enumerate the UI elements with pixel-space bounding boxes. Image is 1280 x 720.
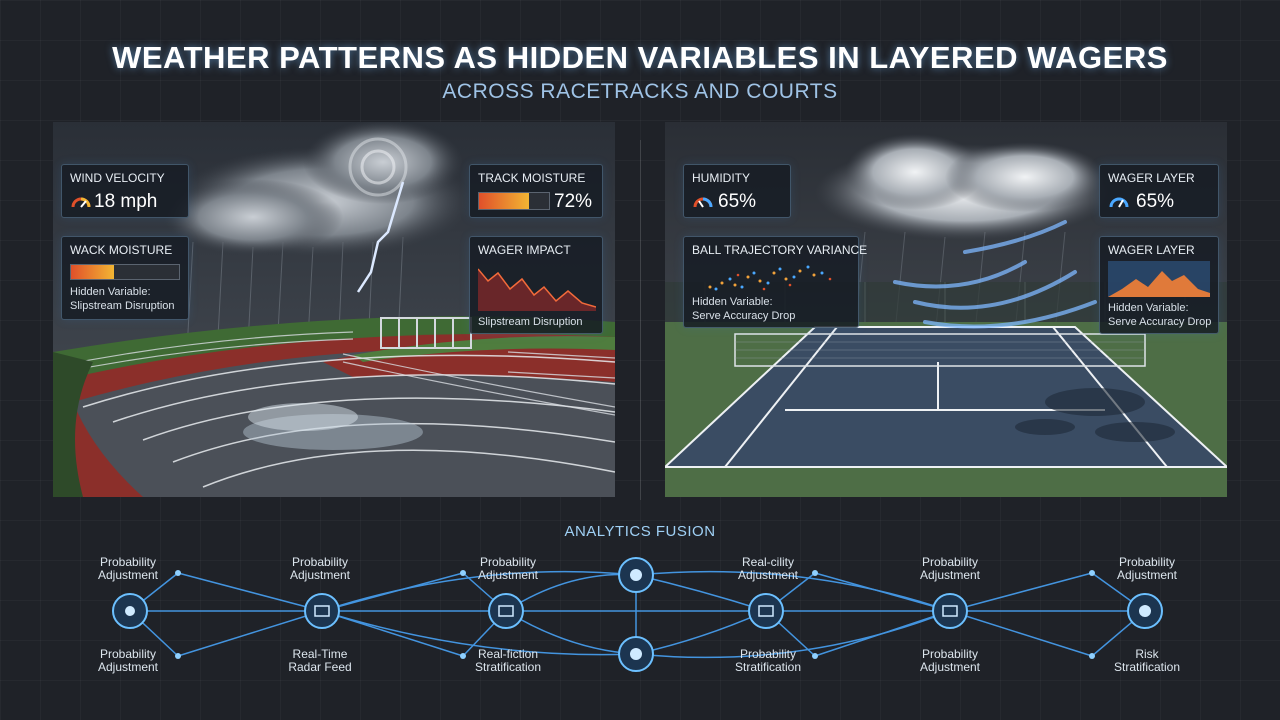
wager-layer-chart <box>1108 261 1210 297</box>
hidden-variable-label: Hidden Variable: <box>692 296 773 308</box>
wager-layer-top-label: WAGER LAYER <box>1108 171 1195 185</box>
track-moisture-value: 72% <box>554 191 593 212</box>
track-moisture-bar <box>478 192 550 210</box>
hub-node-6 <box>1127 593 1163 629</box>
wager-layer-bottom-label: WAGER LAYER <box>1108 243 1195 257</box>
track-moisture-bar-fill <box>479 193 530 209</box>
wack-moisture-bar <box>70 264 180 280</box>
track-moisture-label: TRACK MOISTURE <box>478 171 586 185</box>
ball-trajectory-label: BALL TRAJECTORY VARIANCE <box>692 243 868 257</box>
hidden-variable-value: Serve Accuracy Drop <box>692 310 796 322</box>
wager-layer-top-value: 65% <box>1136 191 1175 212</box>
hub-node-3 <box>488 593 524 629</box>
gauge-icon <box>693 197 713 208</box>
analytics-fusion-title: ANALYTICS FUSION <box>564 523 716 540</box>
gauge-icon <box>71 197 91 208</box>
hub-node-upper <box>618 557 654 593</box>
humidity-label: HUMIDITY <box>692 171 750 185</box>
track-moisture-card: TRACK MOISTURE 72% <box>469 164 603 218</box>
hidden-variable-value: Slipstream Disruption <box>70 300 175 312</box>
hub-node-lower <box>618 636 654 672</box>
humidity-card: HUMIDITY 65% <box>683 164 791 218</box>
panel-divider <box>640 140 641 500</box>
hidden-variable-label: Hidden Variable: <box>70 286 151 298</box>
analytics-fusion-network <box>112 557 1163 672</box>
wind-velocity-card: WIND VELOCITY 18 mph <box>61 164 189 218</box>
hub-node-2 <box>304 593 340 629</box>
wager-layer-bottom-card: WAGER LAYER Hidden Variable: Serve Accur… <box>1099 236 1219 334</box>
hidden-variable-value: Serve Accuracy Drop <box>1108 316 1212 328</box>
hub-node-4 <box>748 593 784 629</box>
wager-impact-label: WAGER IMPACT <box>478 243 571 257</box>
ball-trajectory-card: BALL TRAJECTORY VARIANCE Hidden Variable… <box>683 236 867 328</box>
wind-velocity-value: 18 mph <box>94 191 158 212</box>
hub-node-5 <box>932 593 968 629</box>
wack-moisture-bar-fill <box>71 265 115 279</box>
wager-impact-note: Slipstream Disruption <box>478 316 583 328</box>
wack-moisture-label: WACK MOISTURE <box>70 243 173 257</box>
hub-node-1 <box>112 593 148 629</box>
hidden-variable-label: Hidden Variable: <box>1108 302 1189 314</box>
page-title: WEATHER PATTERNS AS HIDDEN VARIABLES IN … <box>112 40 1168 75</box>
wager-impact-chart <box>478 268 596 311</box>
tennis-court-scene <box>665 122 1227 497</box>
gauge-icon <box>1109 197 1129 208</box>
humidity-value: 65% <box>718 191 757 212</box>
wack-moisture-card: WACK MOISTURE Hidden Variable: Slipstrea… <box>61 236 189 320</box>
trajectory-scatter <box>708 265 832 291</box>
page-subtitle: ACROSS RACETRACKS AND COURTS <box>442 80 838 103</box>
wind-velocity-label: WIND VELOCITY <box>70 171 165 185</box>
wager-layer-top-card: WAGER LAYER 65% <box>1099 164 1219 218</box>
wager-impact-card: WAGER IMPACT Slipstream Disruption <box>469 236 603 334</box>
